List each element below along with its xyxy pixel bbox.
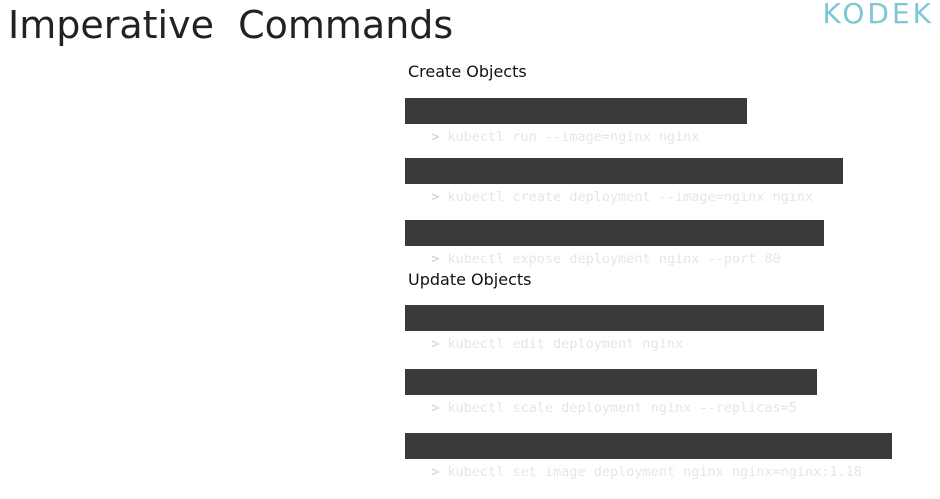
prompt-symbol: >	[431, 129, 440, 145]
command-text: kubectl set image deployment nginx nginx…	[447, 464, 862, 480]
kodekloud-logo: KODEK	[822, 0, 934, 30]
command-text: kubectl expose deployment nginx --port 8…	[447, 251, 781, 267]
command-kubectl-create-deployment: > kubectl create deployment --image=nginx…	[405, 158, 843, 205]
slide-title: Imperative Commands	[8, 3, 454, 47]
command-kubectl-edit: > kubectl edit deployment nginx	[405, 305, 824, 352]
command-text: kubectl create deployment --image=nginx …	[447, 189, 814, 205]
prompt-symbol: >	[431, 336, 440, 352]
command-kubectl-set-image: > kubectl set image deployment nginx ngin…	[405, 433, 892, 480]
section-heading-create: Create Objects	[408, 62, 527, 81]
command-text: kubectl edit deployment nginx	[447, 336, 684, 352]
prompt-symbol: >	[431, 251, 440, 267]
prompt-symbol: >	[431, 189, 440, 205]
command-kubectl-scale: > kubectl scale deployment nginx --replic…	[405, 369, 817, 416]
command-kubectl-run: > kubectl run --image=nginx nginx	[405, 98, 747, 145]
section-heading-update: Update Objects	[408, 270, 532, 289]
prompt-symbol: >	[431, 400, 440, 416]
command-text: kubectl scale deployment nginx --replica…	[447, 400, 797, 416]
prompt-symbol: >	[431, 464, 440, 480]
command-text: kubectl run --image=nginx nginx	[447, 129, 700, 145]
command-kubectl-expose: > kubectl expose deployment nginx --port …	[405, 220, 824, 267]
